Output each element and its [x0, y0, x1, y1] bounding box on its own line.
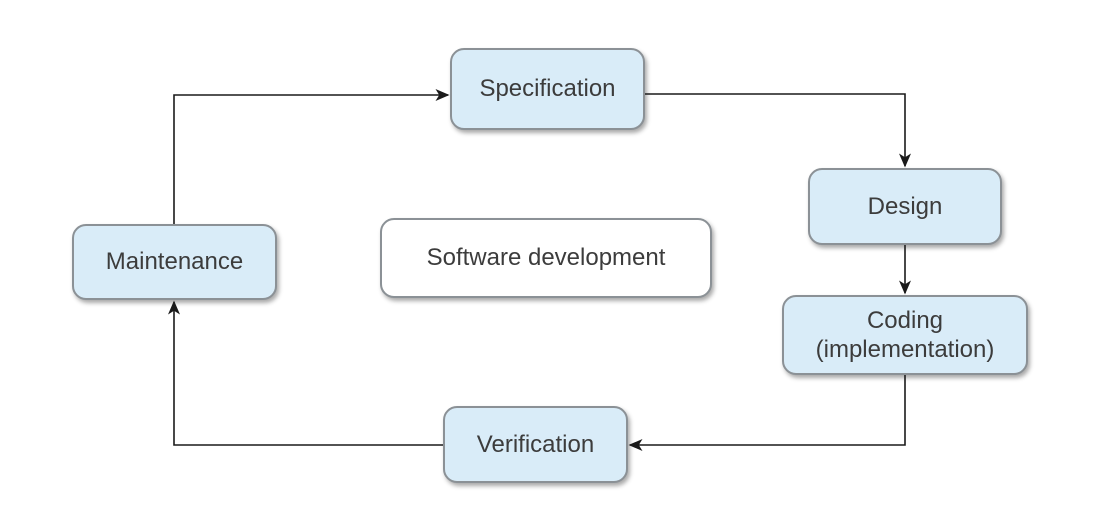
arrow-specification-to-design	[645, 93, 911, 168]
arrow-verification-to-maintenance	[168, 300, 443, 446]
node-maintenance: Maintenance	[72, 224, 277, 300]
node-coding: Coding (implementation)	[782, 295, 1028, 375]
diagram-title-label: Software development	[426, 244, 666, 272]
arrow-coding-to-verification	[628, 375, 906, 451]
arrow-maintenance-to-specification	[173, 89, 450, 224]
node-maintenance-label: Maintenance	[105, 248, 244, 276]
diagram-title-box: Software development	[380, 218, 712, 298]
node-specification: Specification	[450, 48, 645, 130]
node-design: Design	[808, 168, 1002, 245]
node-design-label: Design	[867, 192, 943, 220]
node-verification-label: Verification	[476, 430, 595, 458]
node-specification-label: Specification	[479, 75, 616, 103]
node-verification: Verification	[443, 406, 628, 483]
node-coding-label: Coding (implementation)	[815, 306, 995, 363]
